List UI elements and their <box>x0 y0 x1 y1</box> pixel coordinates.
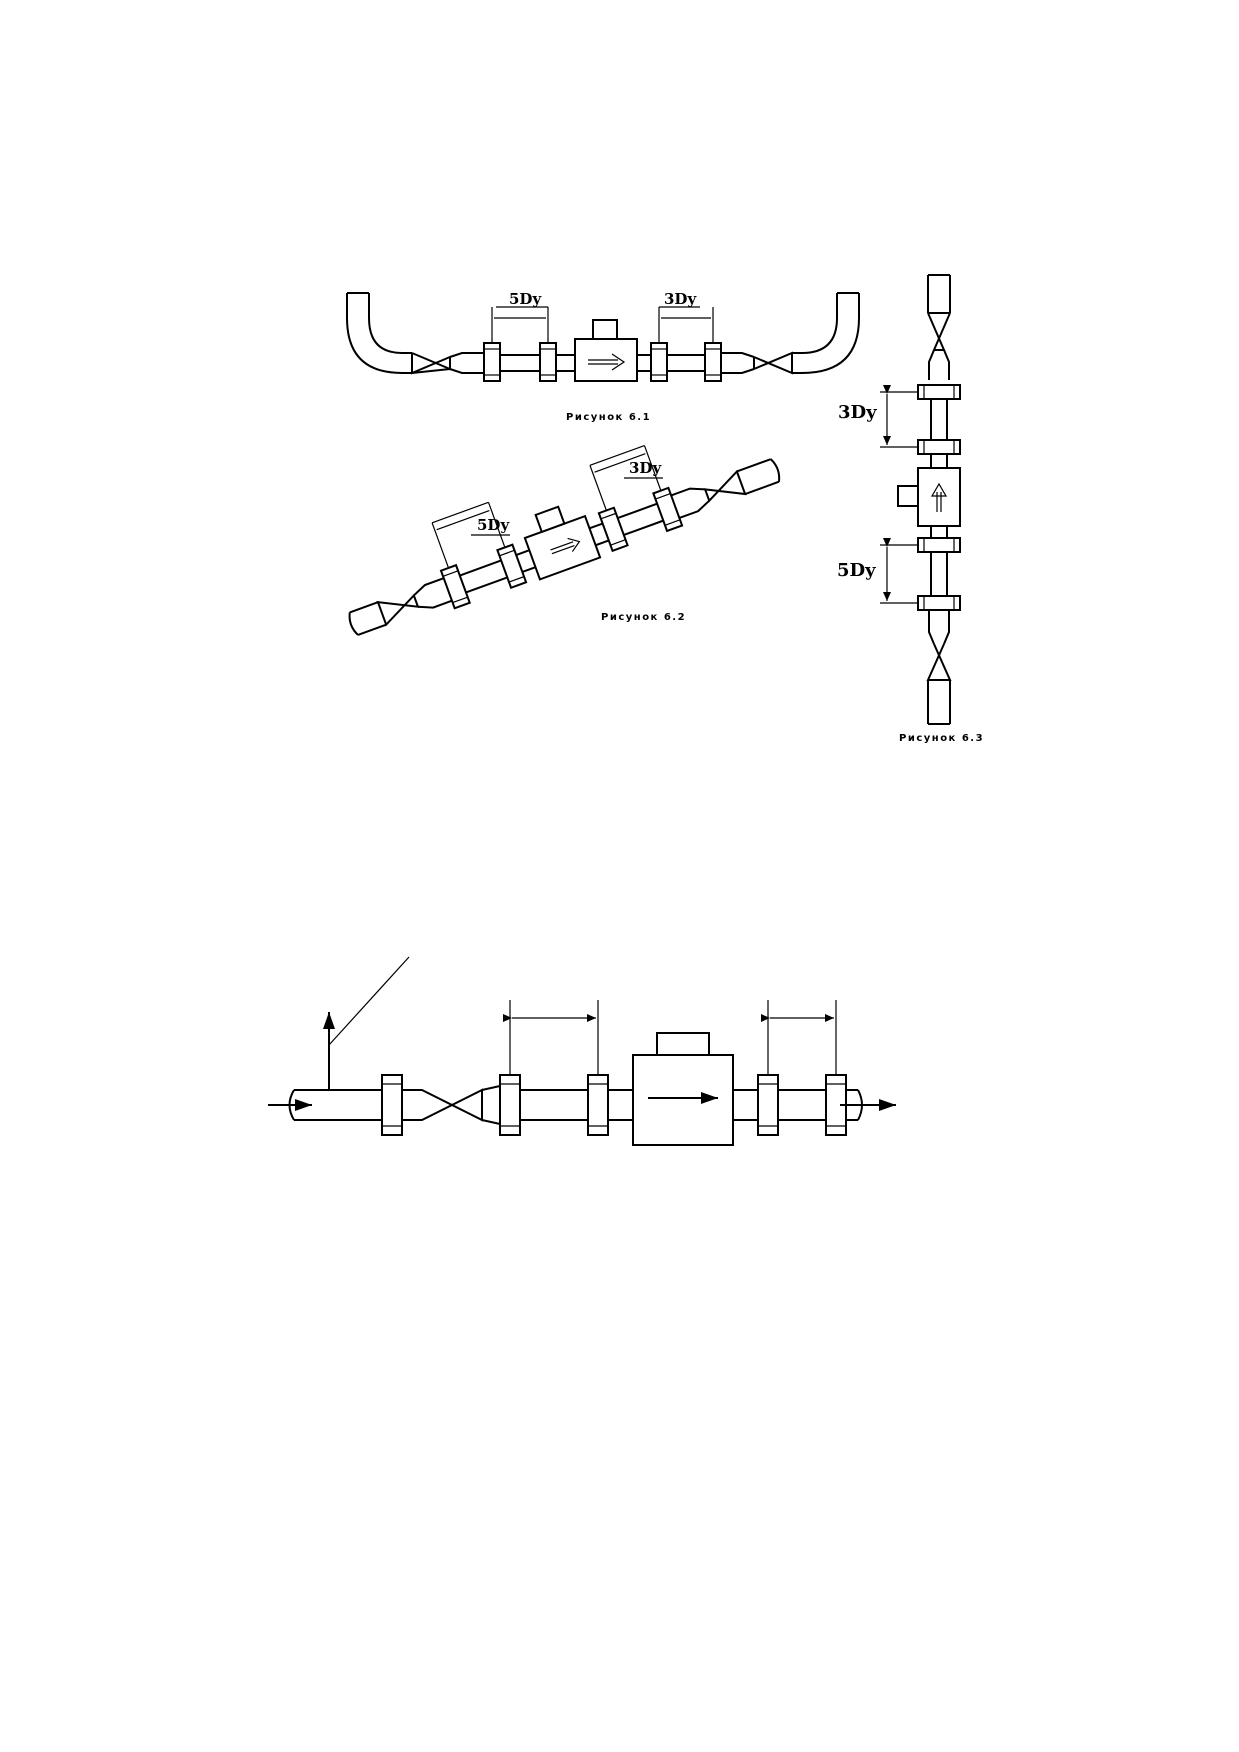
dim-label-3dy: 3Dy <box>664 290 697 308</box>
vert-flowmeter-head <box>897 485 919 507</box>
right-bend-pipe <box>792 292 860 374</box>
incline-flow-arrow-icon <box>550 537 581 555</box>
vert-dim-label-5dy: 5Dy <box>837 560 876 581</box>
dim-label-5dy: 5Dy <box>509 290 542 308</box>
left-valve <box>411 352 451 375</box>
incline-right-reducer <box>670 487 710 519</box>
left-bend-pipe <box>346 292 412 374</box>
flow-arrow-icon <box>588 353 626 371</box>
incline-right-valve <box>703 469 747 503</box>
vert-bottom-valve <box>926 643 952 681</box>
incline-dim-label-5dy: 5Dy <box>477 516 510 534</box>
main-flowmeter-head <box>656 1032 710 1056</box>
caption-6-2: Рисунок 6.2 <box>601 612 686 623</box>
vert-flow-arrow-icon <box>930 482 948 512</box>
vert-top-reducer <box>928 349 950 380</box>
vert-dim-label-3dy: 3Dy <box>838 402 877 423</box>
figure-6-1: 5Dy 3Dy Рисунок 6.1 <box>346 290 860 423</box>
valve-reducer <box>481 1085 501 1125</box>
shutoff-valve <box>402 1088 483 1122</box>
incline-dim-label-3dy: 3Dy <box>629 459 662 477</box>
vert-bottom-reducer <box>928 610 950 645</box>
incline-flange-1 <box>439 563 471 610</box>
installation-diagram <box>268 956 896 1146</box>
right-reducer <box>721 352 755 374</box>
incline-flowmeter-head <box>534 505 566 534</box>
incline-right-pipe <box>736 458 781 495</box>
callout-leader-line <box>328 956 410 1046</box>
caption-6-1: Рисунок 6.1 <box>566 412 651 423</box>
figure-6-2 <box>348 444 781 636</box>
flowmeter-head <box>592 319 618 340</box>
left-reducer <box>449 352 484 374</box>
incline-left-reducer <box>413 577 453 609</box>
vert-top-pipe <box>927 274 951 313</box>
incline-left-pipe <box>348 601 387 636</box>
caption-6-3: Рисунок 6.3 <box>899 733 984 744</box>
inlet-flange <box>381 1074 403 1136</box>
vert-flowmeter-body <box>917 467 961 527</box>
incline-flange-3 <box>597 506 629 553</box>
incline-flowmeter-body <box>523 514 602 581</box>
main-flowmeter-body <box>632 1054 734 1146</box>
figure-6-3: 3Dy 5Dy Рисунок 6.3 <box>837 274 984 744</box>
vert-bottom-pipe <box>927 680 951 725</box>
right-valve <box>753 351 793 375</box>
vert-top-valve <box>927 312 951 351</box>
